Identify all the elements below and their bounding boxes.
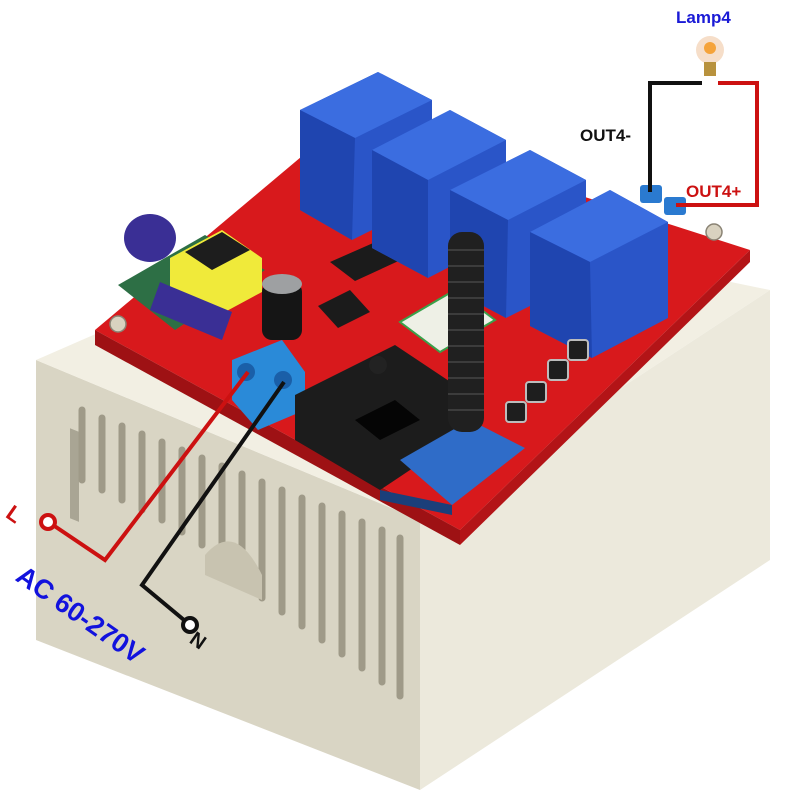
- relay-output-terminal: [640, 185, 686, 215]
- power-module: [118, 214, 302, 340]
- rf-decoder-board: [295, 345, 525, 515]
- mains-wiring: [39, 370, 286, 634]
- lamp-wiring: [648, 81, 759, 207]
- relay-4: [530, 190, 668, 358]
- lamp-label: Lamp4: [676, 8, 731, 27]
- out4-minus-wire: [648, 81, 702, 192]
- lamp-bulb-icon: [696, 36, 724, 76]
- live-terminal-icon: [39, 513, 57, 531]
- antenna: [448, 232, 484, 432]
- neutral-wire: [139, 380, 286, 627]
- push-buttons: [505, 339, 589, 423]
- relay-2: [372, 110, 506, 278]
- out4-plus-wire: [676, 81, 759, 207]
- live-wire: [48, 370, 250, 563]
- out4-plus-label: OUT4+: [686, 182, 742, 201]
- neutral-terminal-icon: [181, 616, 199, 634]
- out4-minus-label: OUT4-: [580, 126, 631, 145]
